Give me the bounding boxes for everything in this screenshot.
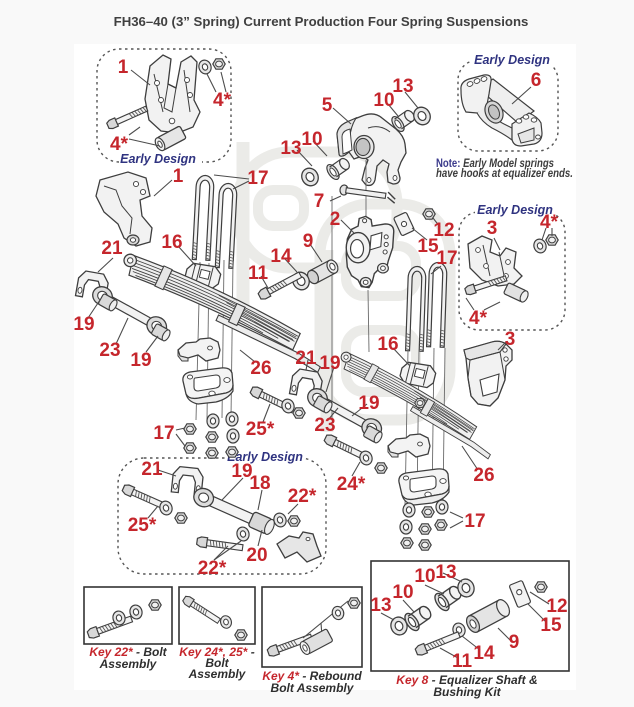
svg-text:Note: Early Model springs: Note: Early Model springs: [436, 158, 554, 170]
svg-text:19: 19: [130, 350, 151, 371]
svg-text:have hooks at equalizer ends.: have hooks at equalizer ends.: [436, 168, 573, 180]
svg-text:7: 7: [314, 191, 325, 212]
svg-text:26: 26: [250, 358, 271, 379]
svg-text:15: 15: [417, 236, 439, 257]
svg-text:17: 17: [247, 168, 268, 189]
svg-text:11: 11: [452, 651, 473, 672]
svg-text:22*: 22*: [288, 486, 317, 507]
svg-text:10: 10: [373, 90, 394, 111]
svg-text:Early Design: Early Design: [474, 53, 550, 67]
svg-text:19: 19: [319, 353, 340, 374]
svg-text:21: 21: [101, 238, 123, 259]
svg-text:18: 18: [249, 473, 270, 494]
svg-text:24*: 24*: [337, 474, 366, 495]
svg-text:2: 2: [330, 209, 341, 230]
svg-text:19: 19: [73, 314, 94, 335]
svg-text:11: 11: [248, 263, 269, 284]
svg-text:Bolt: Bolt: [205, 656, 229, 670]
svg-text:Assembly: Assembly: [99, 657, 158, 671]
svg-text:12: 12: [546, 596, 567, 617]
svg-text:19: 19: [231, 461, 252, 482]
svg-text:16: 16: [161, 232, 182, 253]
svg-text:Bushing Kit: Bushing Kit: [433, 685, 501, 699]
svg-text:9: 9: [303, 231, 314, 252]
svg-text:13: 13: [280, 138, 301, 159]
svg-text:10: 10: [414, 566, 435, 587]
svg-text:23: 23: [99, 340, 120, 361]
svg-text:21: 21: [295, 348, 317, 369]
svg-text:13: 13: [370, 595, 391, 616]
svg-text:3: 3: [505, 329, 516, 350]
svg-text:Key 24*, 25* -: Key 24*, 25* -: [179, 645, 254, 659]
svg-text:14: 14: [270, 246, 292, 267]
svg-text:9: 9: [509, 632, 520, 653]
svg-text:1: 1: [118, 57, 129, 78]
svg-text:10: 10: [392, 582, 413, 603]
svg-text:6: 6: [531, 70, 542, 91]
svg-text:5: 5: [322, 95, 333, 116]
svg-text:17: 17: [436, 248, 457, 269]
svg-text:20: 20: [246, 545, 267, 566]
svg-text:10: 10: [301, 129, 322, 150]
svg-text:23: 23: [314, 415, 335, 436]
svg-text:21: 21: [141, 459, 163, 480]
svg-text:15: 15: [540, 615, 562, 636]
svg-text:4*: 4*: [213, 90, 232, 111]
svg-text:26: 26: [473, 465, 494, 486]
svg-text:17: 17: [153, 423, 174, 444]
svg-text:12: 12: [433, 220, 454, 241]
svg-text:16: 16: [377, 334, 398, 355]
svg-text:4*: 4*: [469, 308, 488, 329]
svg-text:4*: 4*: [540, 212, 559, 233]
svg-text:Early Design: Early Design: [227, 450, 303, 464]
svg-text:3: 3: [487, 218, 498, 239]
svg-text:Assembly: Assembly: [188, 667, 247, 681]
svg-text:Bolt Assembly: Bolt Assembly: [271, 681, 355, 695]
svg-text:Key 22* - Bolt: Key 22* - Bolt: [89, 645, 167, 659]
svg-text:Key 8 - Equalizer Shaft &: Key 8 - Equalizer Shaft &: [396, 673, 537, 687]
svg-text:25*: 25*: [246, 419, 275, 440]
svg-text:17: 17: [464, 511, 485, 532]
svg-text:1: 1: [173, 166, 184, 187]
svg-text:Early Design: Early Design: [477, 203, 553, 217]
svg-text:13: 13: [392, 76, 413, 97]
svg-text:25*: 25*: [128, 515, 157, 536]
svg-text:FH36–40 (3” Spring) Current Pr: FH36–40 (3” Spring) Current Production F…: [114, 14, 529, 29]
svg-text:14: 14: [473, 643, 495, 664]
svg-text:4*: 4*: [110, 134, 129, 155]
svg-text:22*: 22*: [198, 558, 227, 579]
svg-text:Early Design: Early Design: [120, 152, 196, 166]
svg-text:13: 13: [435, 562, 456, 583]
svg-text:19: 19: [358, 393, 379, 414]
svg-text:Key 4* - Rebound: Key 4* - Rebound: [262, 669, 362, 683]
